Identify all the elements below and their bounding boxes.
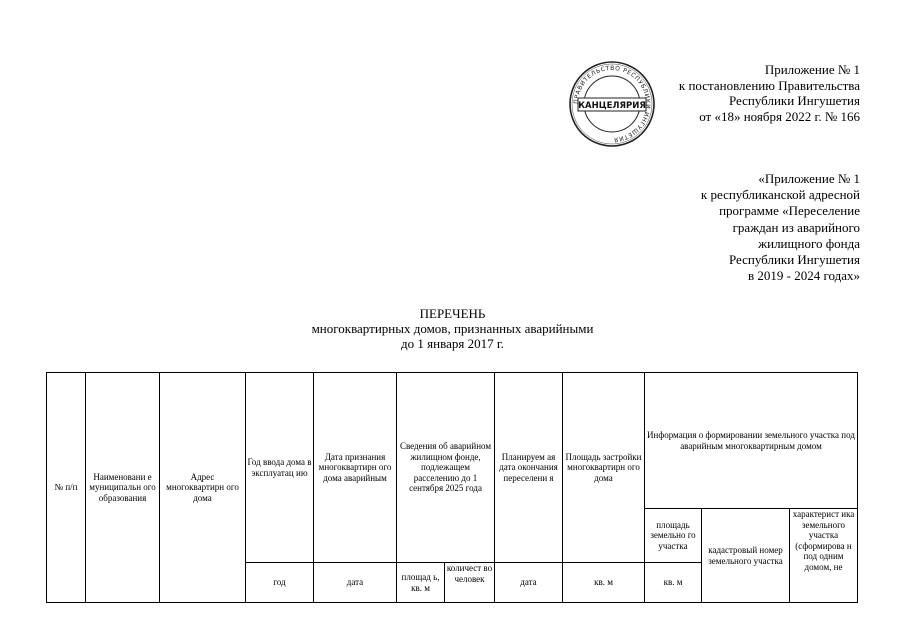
program-header-line: программе «Переселение bbox=[719, 203, 860, 219]
header-year: Год ввода дома в эксплуатац ию bbox=[245, 372, 314, 563]
document-title: ПЕРЕЧЕНЬ многоквартирных домов, признанн… bbox=[0, 306, 905, 351]
header-housing-info: Сведения об аварийном жилищном фонде, по… bbox=[396, 372, 495, 563]
header-planned-date: Планируем ая дата окончания переселени я bbox=[494, 372, 563, 563]
header-num: № п/п bbox=[46, 372, 86, 603]
program-header-line: Республики Ингушетия bbox=[728, 252, 860, 268]
header-land-info: Информация о формировании земельного уча… bbox=[644, 372, 858, 509]
appendix-header-line: к постановлению Правительства bbox=[678, 77, 860, 93]
stamp-center-text: КАНЦЕЛЯРИЯ bbox=[578, 101, 646, 111]
appendix-header-line: Республики Ингушетия bbox=[728, 93, 860, 108]
unit-land-sqm: кв. м bbox=[644, 562, 702, 603]
title-line: многоквартирных домов, признанных аварий… bbox=[311, 321, 594, 336]
appendix-header: Приложение № 1 к постановлению Правитель… bbox=[679, 62, 860, 124]
unit-people: количест во человек bbox=[444, 562, 495, 603]
program-header-line: в 2019 - 2024 годах» bbox=[748, 268, 860, 284]
header-municipality: Наименовани е муниципальн ого образовани… bbox=[85, 372, 160, 603]
program-header-line: к республиканской адресной bbox=[700, 187, 860, 203]
chancellery-stamp: ПРАВИТЕЛЬСТВО РЕСПУБЛИКИ ИНГУШЕТИЯ КАНЦЕ… bbox=[569, 61, 655, 147]
header-address: Адрес многоквартирн ого дома bbox=[159, 372, 246, 603]
appendix-header-line: от «18» ноября 2022 г. № 166 bbox=[699, 108, 860, 124]
subheader-land-area: площадь земельно го участка bbox=[644, 508, 702, 563]
housing-table: № п/п Наименовани е муниципальн ого обра… bbox=[46, 372, 858, 603]
appendix-header-line: Приложение № 1 bbox=[764, 62, 860, 77]
program-header-line: «Приложение № 1 bbox=[758, 171, 860, 186]
program-header-line: граждан из аварийного bbox=[732, 219, 860, 235]
unit-year: год bbox=[245, 562, 314, 603]
title-line: до 1 января 2017 г. bbox=[401, 336, 504, 351]
unit-area: площад ь, кв. м bbox=[396, 562, 445, 603]
unit-sqm: кв. м bbox=[562, 562, 645, 603]
subheader-cadastral: кадастровый номер земельного участка bbox=[701, 508, 790, 603]
title-line: ПЕРЕЧЕНЬ bbox=[419, 306, 486, 321]
unit-date: дата bbox=[313, 562, 397, 603]
program-header: «Приложение № 1 к республиканской адресн… bbox=[701, 171, 860, 284]
header-building-area: Площадь застройки многоквартирн ого дома bbox=[562, 372, 645, 563]
subheader-characteristic: характерист ика земельного участка (сфор… bbox=[789, 508, 858, 603]
header-date-emergency: Дата признания многоквартирн ого дома ав… bbox=[313, 372, 397, 563]
program-header-line: жилищного фонда bbox=[758, 235, 860, 251]
unit-planned-date: дата bbox=[494, 562, 563, 603]
